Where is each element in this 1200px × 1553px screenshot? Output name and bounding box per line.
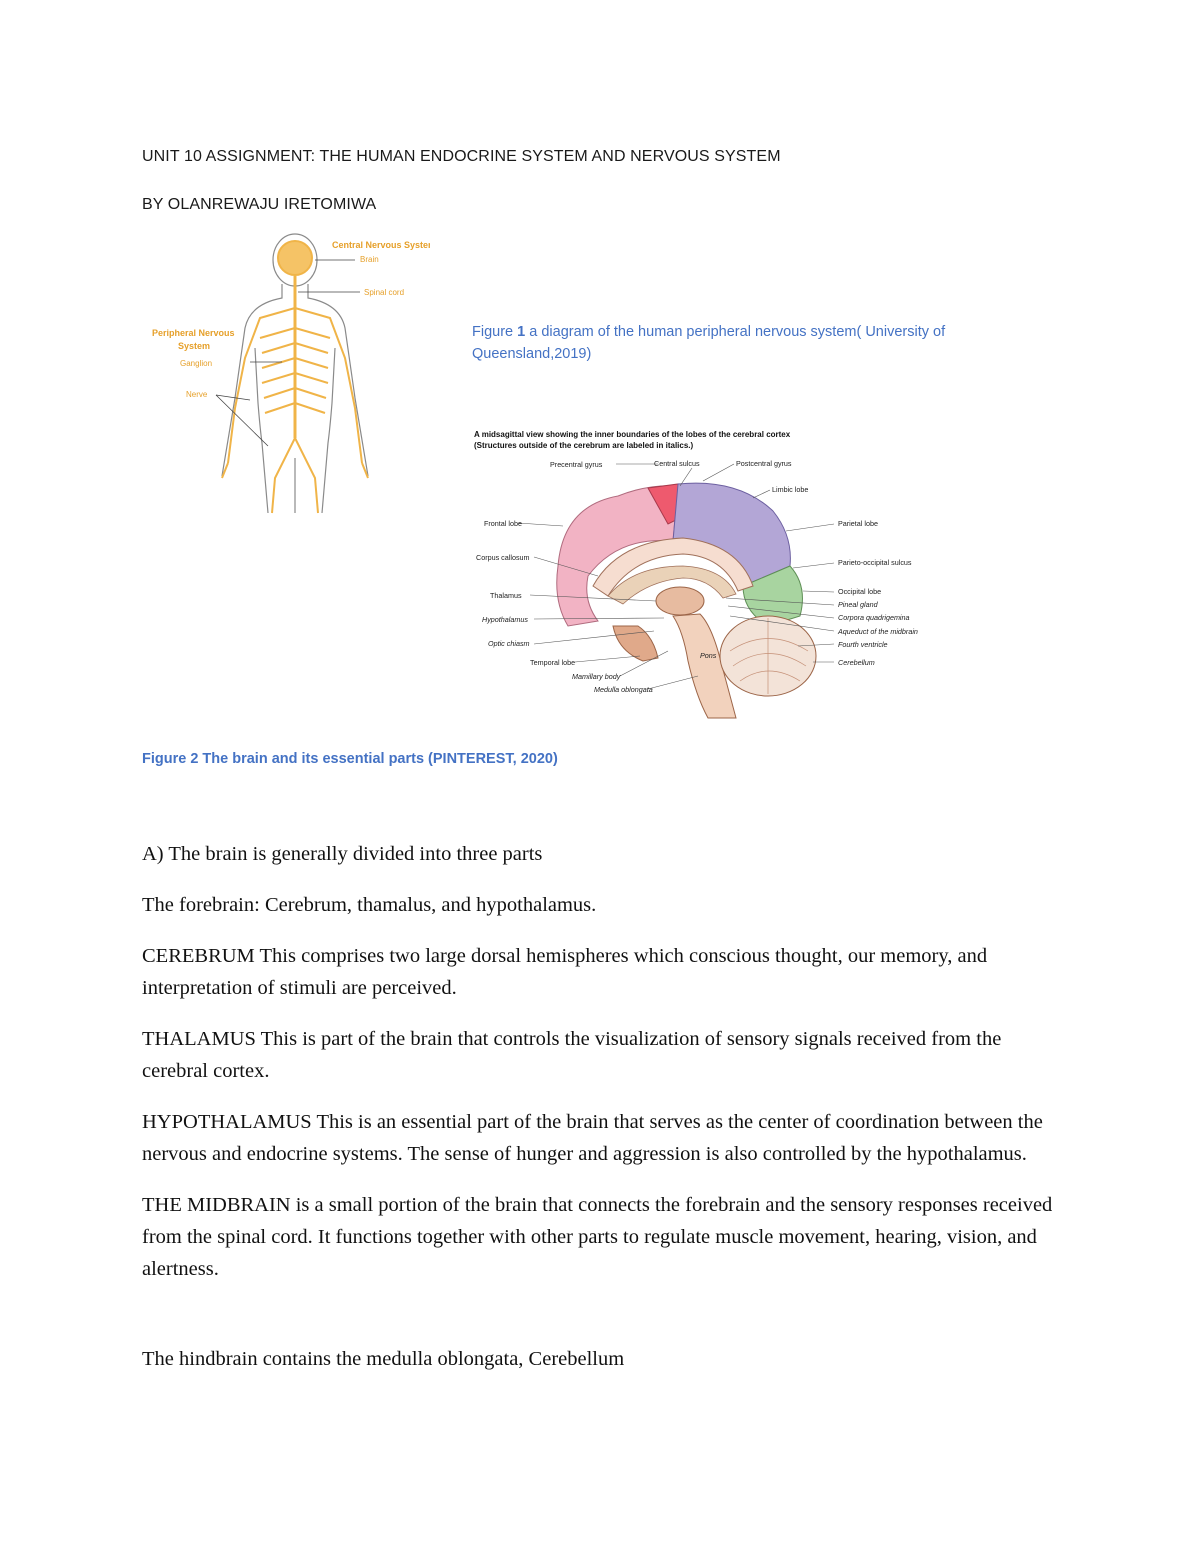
label-nerve: Nerve	[186, 390, 208, 399]
brain-diagram-subtitle: (Structures outside of the cerebrum are …	[474, 441, 694, 450]
label-frontal-lobe: Frontal lobe	[484, 519, 522, 528]
paragraph-intro: A) The brain is generally divided into t…	[142, 843, 543, 865]
label-parieto-occipital: Parieto-occipital sulcus	[838, 558, 912, 567]
paragraph-thalamus: THALAMUS This is part of the brain that …	[142, 1028, 1002, 1082]
label-central-sulcus: Central sulcus	[654, 459, 700, 468]
label-postcentral-gyrus: Postcentral gyrus	[736, 459, 792, 468]
label-brain: Brain	[360, 255, 379, 264]
paragraph-hypothalamus: HYPOTHALAMUS This is an essential part o…	[142, 1111, 1043, 1165]
label-cns: Central Nervous System	[332, 240, 430, 250]
figure1-caption: Figure 1 a diagram of the human peripher…	[472, 321, 972, 365]
label-precentral-gyrus: Precentral gyrus	[550, 460, 603, 469]
figure1-caption-number: 1	[517, 324, 526, 340]
label-pns-line2: System	[178, 341, 210, 351]
paragraph-forebrain: The forebrain: Cerebrum, thamalus, and h…	[142, 894, 597, 916]
document-title: UNIT 10 ASSIGNMENT: THE HUMAN ENDOCRINE …	[142, 148, 781, 165]
label-pineal-gland: Pineal gland	[838, 600, 879, 609]
label-ganglion: Ganglion	[180, 359, 212, 368]
label-corpus-callosum: Corpus callosum	[476, 553, 530, 562]
label-pns-line1: Peripheral Nervous	[152, 328, 235, 338]
paragraph-cerebrum: CEREBRUM This comprises two large dorsal…	[142, 945, 988, 999]
label-limbic-lobe: Limbic lobe	[772, 485, 808, 494]
label-aqueduct: Aqueduct of the midbrain	[837, 627, 918, 636]
label-cerebellum: Cerebellum	[838, 658, 875, 667]
label-hypothalamus: Hypothalamus	[482, 615, 528, 624]
figure1-caption-prefix: Figure	[472, 324, 518, 340]
figure1-caption-text: a diagram of the human peripheral nervou…	[472, 324, 946, 362]
label-medulla-oblongata: Medulla oblongata	[594, 685, 653, 694]
label-thalamus: Thalamus	[490, 591, 522, 600]
nervous-system-diagram: Central Nervous System Brain Spinal cord…	[152, 233, 430, 514]
label-fourth-ventricle: Fourth ventricle	[838, 640, 888, 649]
label-optic-chiasm: Optic chiasm	[488, 639, 530, 648]
brain-diagram-title: A midsagittal view showing the inner bou…	[474, 430, 791, 439]
label-pons: Pons	[700, 651, 717, 660]
label-mammillary-body: Mamillary body	[572, 672, 621, 681]
label-parietal-lobe: Parietal lobe	[838, 519, 878, 528]
paragraph-hindbrain: The hindbrain contains the medulla oblon…	[142, 1348, 625, 1370]
body-text: A) The brain is generally divided into t…	[142, 838, 1072, 1375]
figure2-caption: Figure 2 The brain and its essential par…	[142, 751, 558, 767]
label-corpora-quadrigemina: Corpora quadrigemina	[838, 613, 910, 622]
label-spinal-cord: Spinal cord	[364, 288, 404, 297]
paragraph-midbrain: THE MIDBRAIN is a small portion of the b…	[142, 1194, 1053, 1280]
label-occipital-lobe: Occipital lobe	[838, 587, 881, 596]
brain-diagram: A midsagittal view showing the inner bou…	[468, 426, 934, 722]
author-line: BY OLANREWAJU IRETOMIWA	[142, 196, 377, 213]
label-temporal-lobe: Temporal lobe	[530, 658, 575, 667]
